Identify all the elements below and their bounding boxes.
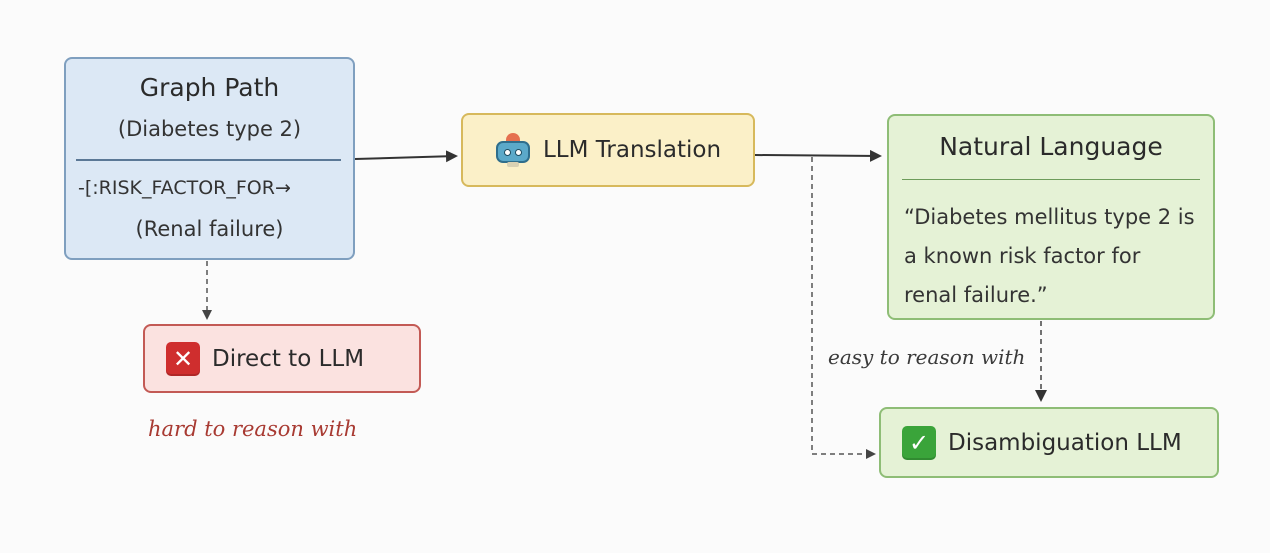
- graph-path-object: (Renal failure): [135, 217, 284, 241]
- natural-language-quote: “Diabetes mellitus type 2 is a known ris…: [904, 198, 1203, 315]
- direct-llm-box: ✕ Direct to LLM: [143, 324, 421, 393]
- disambiguation-llm-label: Disambiguation LLM: [948, 429, 1182, 456]
- graph-path-title: Graph Path: [139, 73, 280, 102]
- llm-translation-box: LLM Translation: [461, 113, 755, 187]
- check-mark-icon: ✓: [902, 425, 936, 460]
- natural-language-box: Natural Language “Diabetes mellitus type…: [887, 114, 1215, 320]
- graph-path-relation: -[:RISK_FACTOR_FOR→: [78, 177, 291, 199]
- graph-path-box: Graph Path (Diabetes type 2) -[:RISK_FAC…: [64, 57, 355, 260]
- quote-line: renal failure.”: [904, 283, 1048, 307]
- robot-icon: [495, 133, 531, 167]
- graph-path-divider: [76, 159, 341, 161]
- edge-graph-to-translation: [354, 150, 458, 163]
- quote-line: a known risk factor for: [904, 244, 1141, 268]
- natural-language-title: Natural Language: [939, 132, 1163, 161]
- llm-translation-label: LLM Translation: [542, 137, 722, 163]
- easy-to-reason-note: easy to reason with: [828, 345, 1026, 369]
- edge-translation-to-natural-language: [754, 149, 882, 162]
- natural-language-divider: [902, 179, 1200, 180]
- disambiguation-llm-box: ✓ Disambiguation LLM: [879, 407, 1219, 478]
- graph-path-subject: (Diabetes type 2): [117, 117, 302, 141]
- edge-translation-to-disambiguation: [811, 157, 876, 459]
- quote-line: “Diabetes mellitus type 2 is: [904, 205, 1195, 229]
- direct-llm-label: Direct to LLM: [212, 345, 365, 372]
- cross-mark-icon: ✕: [166, 341, 200, 376]
- hard-to-reason-note: hard to reason with: [148, 417, 358, 441]
